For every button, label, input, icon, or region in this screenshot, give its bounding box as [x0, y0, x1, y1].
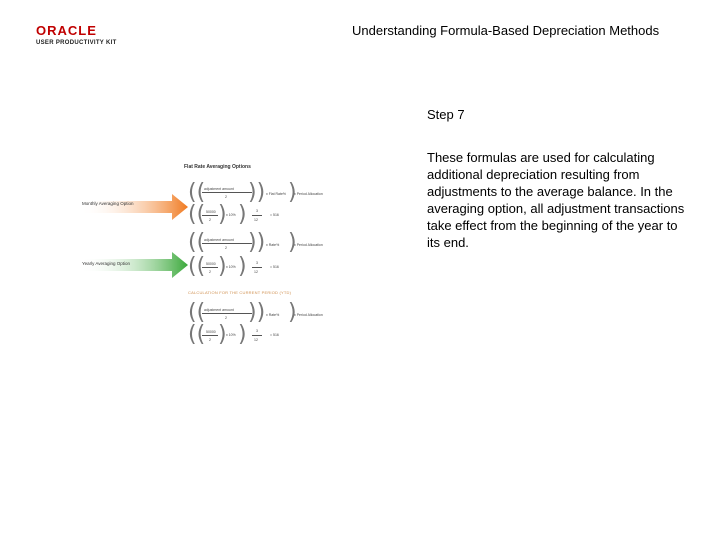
fraction-bar: [202, 215, 218, 216]
orange-arrow-icon: [80, 194, 188, 220]
open-paren: ((: [188, 300, 206, 325]
close-paren: )): [248, 180, 266, 205]
numerator: 3: [256, 261, 258, 265]
fraction-bar: [202, 192, 252, 193]
percent-term: x 10%: [226, 265, 236, 269]
denominator: 2: [209, 218, 211, 222]
step-label: Step 7: [427, 107, 465, 122]
open-paren: ((: [188, 180, 206, 205]
denominator: 12: [254, 218, 258, 222]
fraction-bar: [252, 335, 262, 336]
close-paren: ): [288, 230, 297, 255]
denominator: 12: [254, 270, 258, 274]
calculation-subtitle: CALCULATION FOR THE CURRENT PERIOD (YTD): [188, 290, 292, 295]
fraction-bar: [252, 267, 262, 268]
denominator: 2: [225, 316, 227, 320]
open-paren: ((: [188, 230, 206, 255]
rate-term: x Rate%: [266, 313, 280, 317]
monthly-averaging-label: Monthly Averaging Option: [82, 201, 134, 206]
close-paren: ): [218, 254, 227, 279]
close-paren: )): [248, 230, 266, 255]
logo-subtitle: USER PRODUCTIVITY KIT: [36, 40, 117, 46]
close-paren: ): [238, 254, 247, 279]
denominator: 2: [225, 195, 227, 199]
fraction-bar: [252, 215, 262, 216]
page-title: Understanding Formula-Based Depreciation…: [352, 23, 660, 38]
close-paren: ): [238, 322, 247, 347]
numerator: 3: [256, 209, 258, 213]
denominator: 2: [225, 246, 227, 250]
step-description: These formulas are used for calculating …: [427, 150, 685, 250]
numerator: adjustment amount: [204, 187, 234, 191]
fraction-bar: [202, 335, 218, 336]
numerator: adjustment amount: [204, 308, 234, 312]
percent-term: x 10%: [226, 333, 236, 337]
logo-wordmark: ORACLE: [36, 23, 97, 38]
oracle-upk-logo: ORACLE USER PRODUCTIVITY KIT: [36, 24, 136, 46]
formula-figure: Flat Rate Averaging Options Monthly Aver…: [80, 160, 350, 350]
open-paren: ((: [188, 322, 206, 347]
rate-term: x Flat Rate%: [266, 192, 287, 196]
open-paren: ((: [188, 202, 206, 227]
numerator: 3: [256, 329, 258, 333]
close-paren: ): [288, 180, 297, 205]
period-allocation-term: x Period Allocation: [294, 192, 323, 196]
numerator: 50000: [206, 262, 216, 266]
fraction-bar: [202, 243, 252, 244]
close-paren: ): [218, 322, 227, 347]
numerator: adjustment amount: [204, 238, 234, 242]
denominator: 12: [254, 338, 258, 342]
numerator: 50000: [206, 210, 216, 214]
result-term: = 516: [270, 213, 279, 217]
yearly-averaging-label: Yearly Averaging Option: [82, 261, 131, 266]
fraction-bar: [202, 313, 252, 314]
figure-title: Flat Rate Averaging Options: [184, 164, 251, 170]
close-paren: ): [238, 202, 247, 227]
fraction-bar: [202, 267, 218, 268]
period-allocation-term: x Period Allocation: [294, 243, 323, 247]
open-paren: ((: [188, 254, 206, 279]
period-allocation-term: x Period Allocation: [294, 313, 323, 317]
rate-term: x Rate%: [266, 243, 280, 247]
denominator: 2: [209, 270, 211, 274]
green-arrow-icon: [80, 252, 188, 278]
close-paren: ): [288, 300, 297, 325]
close-paren: ): [218, 202, 227, 227]
denominator: 2: [209, 338, 211, 342]
result-term: = 516: [270, 333, 279, 337]
numerator: 50000: [206, 330, 216, 334]
result-term: = 516: [270, 265, 279, 269]
percent-term: x 10%: [226, 213, 236, 217]
close-paren: )): [248, 300, 266, 325]
